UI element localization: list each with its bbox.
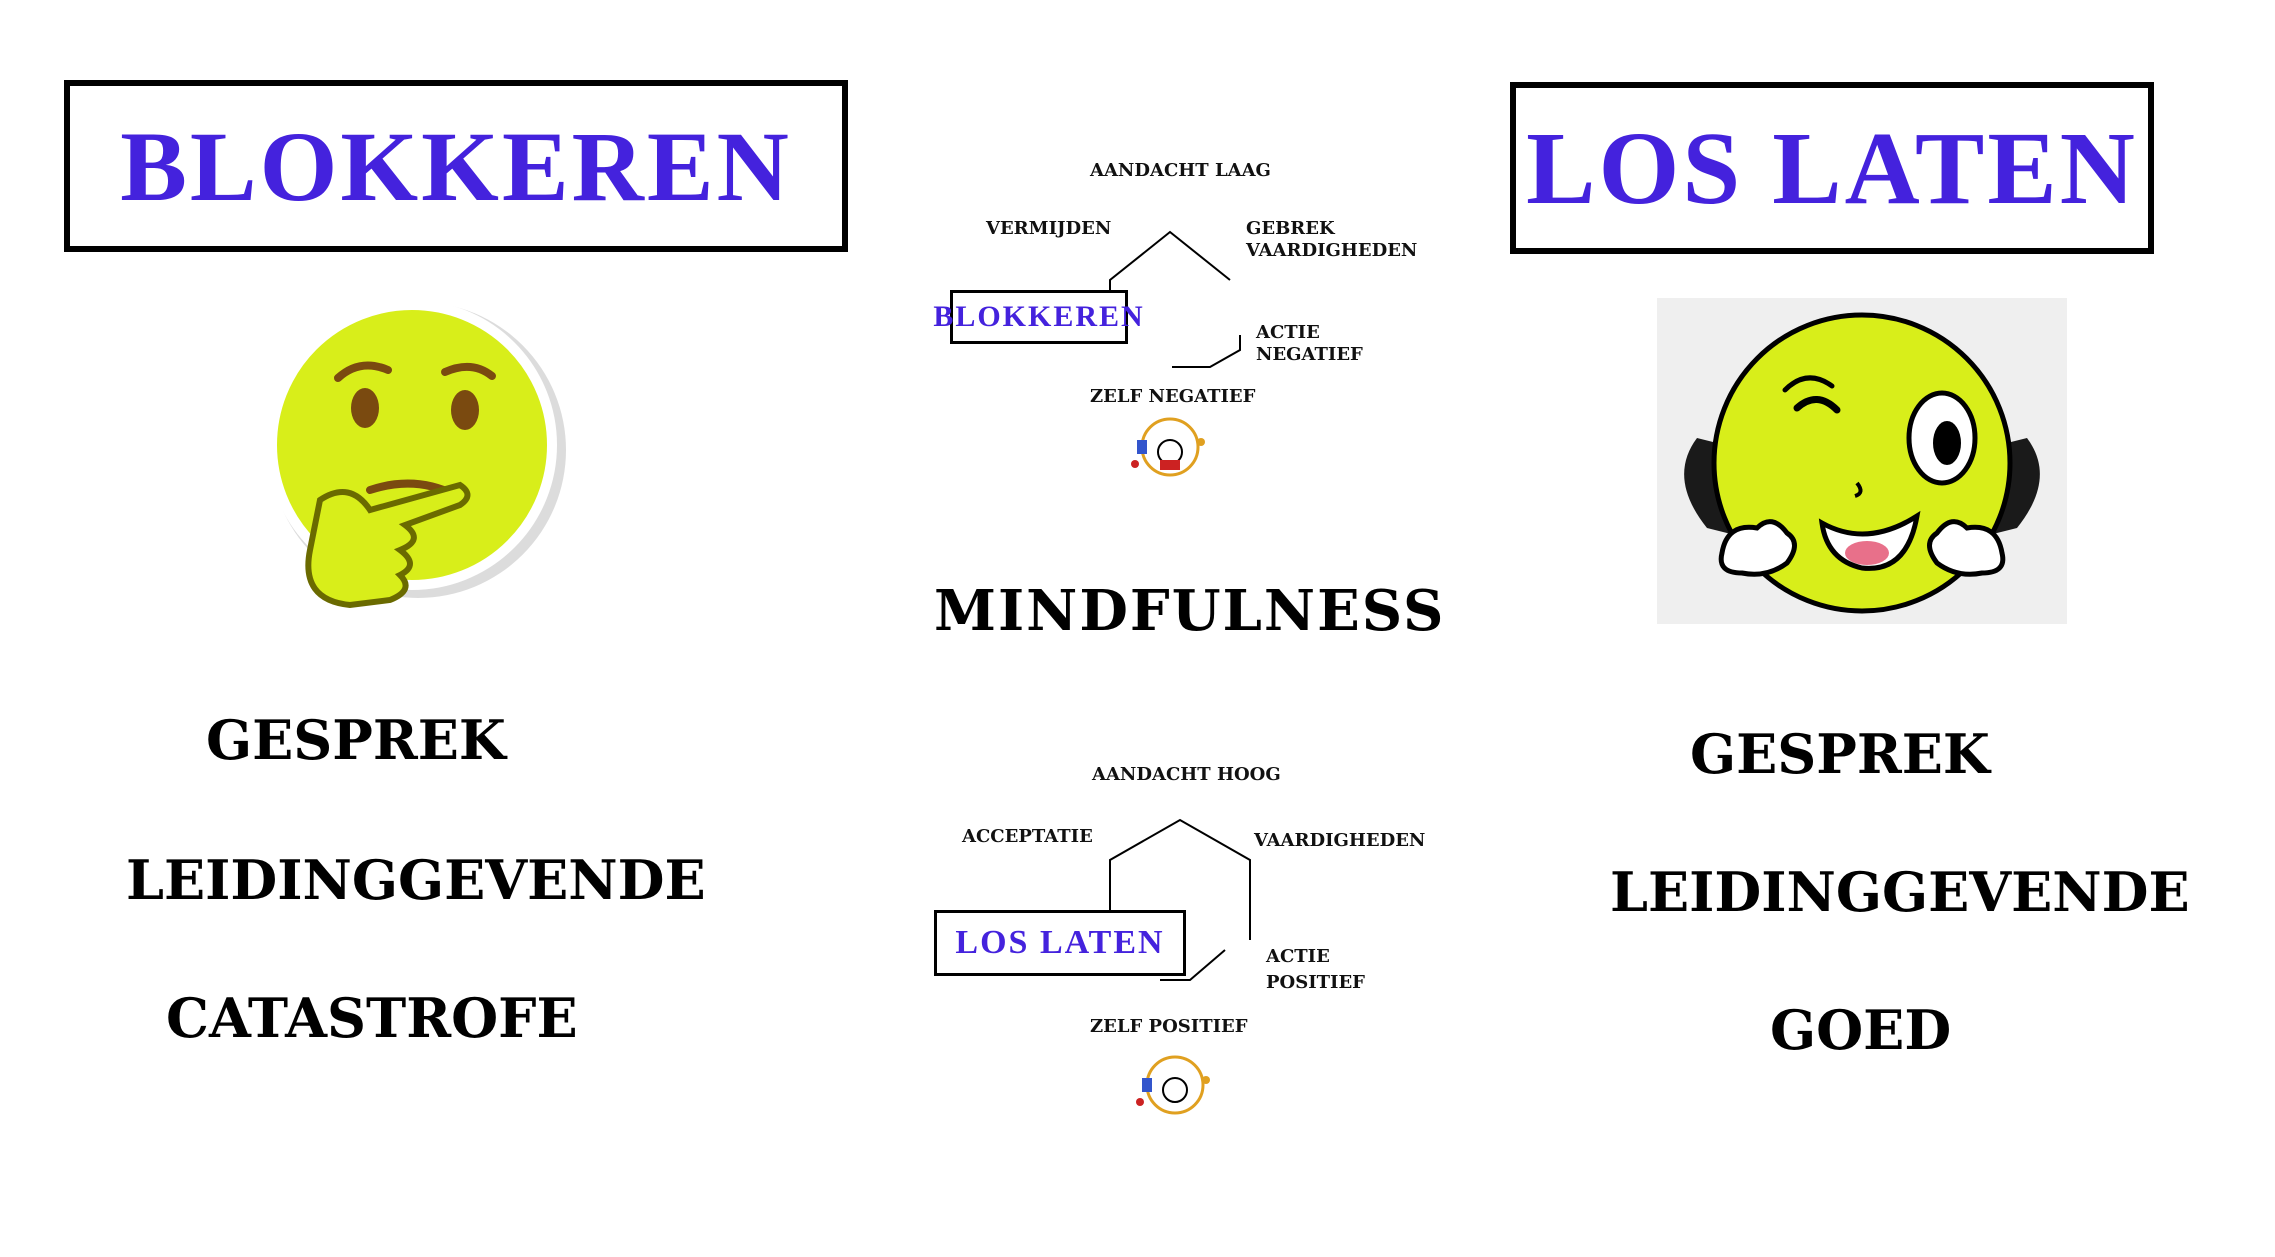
label-actie-negatief-2: NEGATIEF — [1256, 344, 1363, 365]
label-vermijden: VERMIJDEN — [986, 218, 1112, 239]
box-blokkeren: BLOKKEREN — [933, 290, 1143, 344]
label-actie-positief-1: ACTIE — [1266, 946, 1330, 967]
mini-cycle-logo-icon — [1136, 1055, 1210, 1115]
mindfulness-label: MINDFULNESS — [934, 578, 1446, 644]
title-blokkeren: BLOKKEREN — [64, 80, 848, 252]
label-vaardigheden: VAARDIGHEDEN — [1246, 240, 1418, 261]
left-word-leidinggevende: LEIDINGGEVENDE — [126, 848, 706, 912]
label-actie-negatief-1: ACTIE — [1256, 322, 1320, 343]
cycle-lines — [1109, 818, 1251, 981]
box-los-laten: LOS LATEN — [934, 910, 1186, 976]
title-los-laten: LOS LATEN — [1510, 82, 2154, 254]
label-aandacht-hoog: AANDACHT HOOG — [1092, 764, 1281, 785]
label-zelf-negatief: ZELF NEGATIEF — [1090, 386, 1256, 407]
label-vaardigheden: VAARDIGHEDEN — [1254, 830, 1426, 851]
left-word-catastrofe: CATASTROFE — [166, 986, 578, 1050]
label-actie-positief-2: POSITIEF — [1266, 972, 1365, 993]
winking-face-icon — [1657, 298, 2067, 624]
label-zelf-positief: ZELF POSITIEF — [1090, 1016, 1248, 1037]
label-acceptatie: ACCEPTATIE — [962, 826, 1093, 847]
label-gebrek: GEBREK — [1246, 218, 1335, 239]
thinking-face-icon — [250, 300, 580, 630]
right-word-leidinggevende: LEIDINGGEVENDE — [1610, 860, 2190, 924]
mini-cycle-logo-icon — [1131, 417, 1205, 477]
right-word-goed: GOED — [1770, 998, 1952, 1062]
diagram-los-laten-cycle: AANDACHT HOOG ACCEPTATIE VAARDIGHEDEN LO… — [920, 740, 1450, 1140]
diagram-blokkeren-cycle: AANDACHT LAAG VERMIJDEN GEBREK VAARDIGHE… — [933, 140, 1440, 500]
right-word-gesprek: GESPREK — [1690, 722, 1990, 786]
left-word-gesprek: GESPREK — [206, 708, 506, 772]
label-aandacht-laag: AANDACHT LAAG — [1090, 160, 1271, 181]
